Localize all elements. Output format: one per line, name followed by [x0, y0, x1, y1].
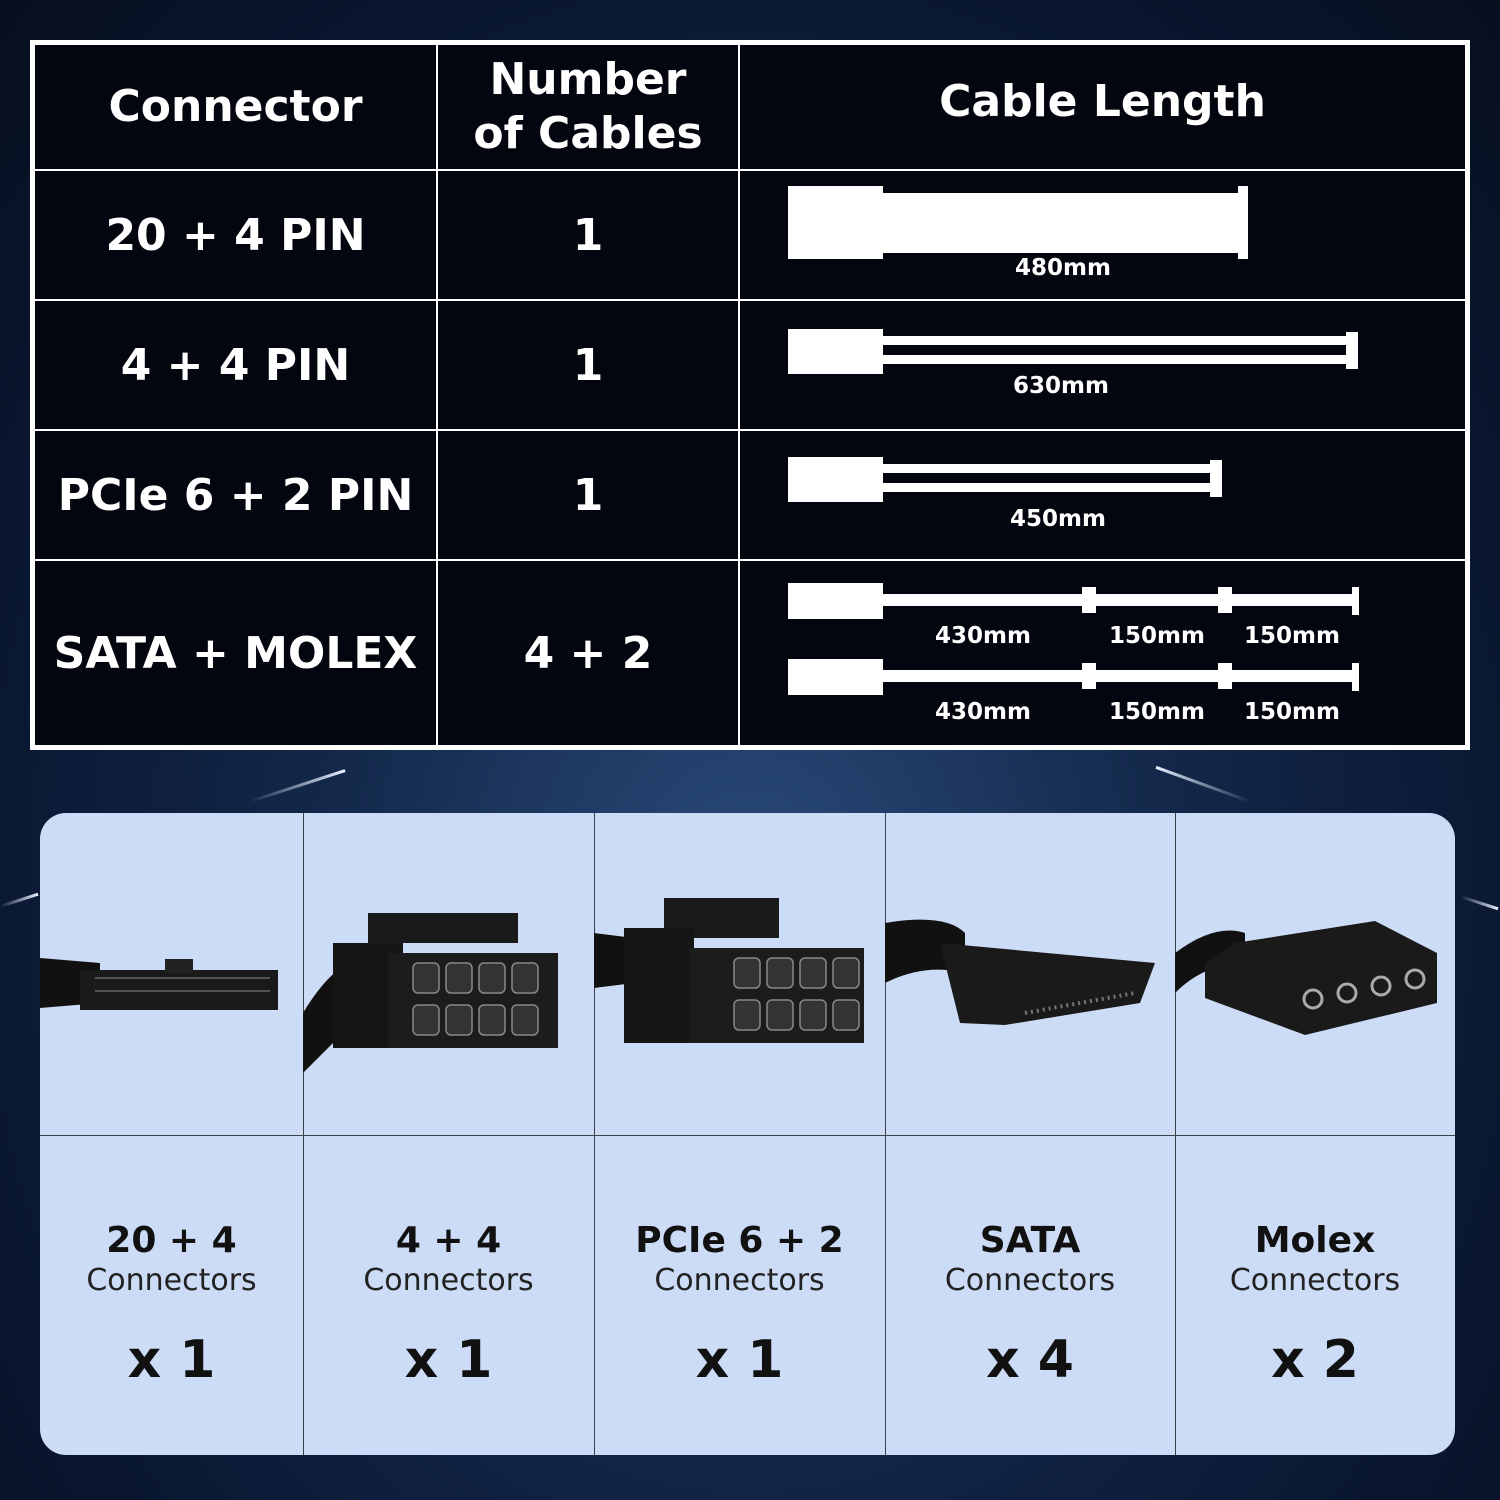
connector-subtitle: Connectors — [363, 1263, 534, 1298]
connector-title: PCIe 6 + 2 — [635, 1220, 844, 1261]
divider — [1175, 813, 1176, 1455]
row-connector: 4 + 4 PIN — [33, 299, 438, 431]
connector-title: 4 + 4 — [395, 1220, 502, 1261]
pcie-8pin-connector-icon — [594, 898, 864, 1043]
connector-qty: x 1 — [695, 1330, 784, 1390]
plug — [788, 329, 883, 374]
divider — [303, 813, 304, 1455]
row-connector: PCIe 6 + 2 PIN — [33, 429, 438, 561]
length-label: 430mm — [935, 699, 1031, 725]
row-count: 1 — [436, 299, 740, 431]
sata-connector-icon — [885, 919, 1155, 1025]
cable-wire — [880, 483, 1215, 492]
connector-subtitle: Connectors — [654, 1263, 825, 1298]
connector-subtitle: Connectors — [944, 1263, 1116, 1298]
length-label: 480mm — [1015, 255, 1111, 281]
length-label: 150mm — [1244, 623, 1340, 649]
connector-title: SATA — [979, 1220, 1081, 1261]
row-connector: SATA + MOLEX — [33, 559, 438, 747]
length-label: 450mm — [1010, 506, 1106, 532]
cable-wire — [880, 464, 1215, 473]
plug — [788, 659, 883, 695]
plug — [788, 583, 883, 619]
connector-qty: x 4 — [986, 1330, 1074, 1390]
length-label: 630mm — [1013, 373, 1109, 399]
row-cable-diagram: 630mm — [738, 299, 1467, 431]
connector-item-24pin: 20 + 4 Connectors x 1 — [40, 1135, 303, 1455]
connector-title: Molex — [1254, 1220, 1376, 1261]
header-cable-length: Cable Length — [738, 43, 1467, 171]
connector-item-pcie: PCIe 6 + 2 Connectors x 1 — [594, 1135, 885, 1455]
connector-panel: 20 + 4 Connectors x 1 4 + 4 Connectors x… — [40, 813, 1455, 1455]
cable-wire — [880, 670, 1355, 682]
connector-qty: x 2 — [1271, 1330, 1359, 1390]
connector-qty: x 1 — [404, 1330, 493, 1390]
light-streak — [1459, 895, 1499, 911]
splice — [1082, 587, 1096, 613]
length-label: 430mm — [935, 623, 1031, 649]
length-label: 150mm — [1244, 699, 1340, 725]
cable-wire — [880, 336, 1350, 345]
header-connector: Connector — [33, 43, 438, 171]
row-cable-diagram: 450mm — [738, 429, 1467, 561]
light-streak — [249, 769, 346, 803]
connector-item-sata: SATA Connectors x 4 — [885, 1135, 1175, 1455]
light-streak — [1155, 765, 1251, 803]
connector-title: 20 + 4 — [106, 1220, 237, 1261]
divider — [885, 813, 886, 1455]
cable-end — [1238, 186, 1248, 259]
connector-subtitle: Connectors — [86, 1263, 257, 1298]
connector-item-molex: Molex Connectors x 2 — [1175, 1135, 1455, 1455]
row-connector: 20 + 4 PIN — [33, 169, 438, 301]
row-cable-diagram: 480mm — [738, 169, 1467, 301]
cpu-8pin-connector-icon — [303, 913, 558, 1073]
row-count: 4 + 2 — [436, 559, 740, 747]
header-number-of-cables: Number of Cables — [436, 43, 740, 171]
cable-wire — [880, 594, 1355, 606]
connector-subtitle: Connectors — [1229, 1263, 1401, 1298]
plug — [788, 457, 883, 502]
length-label: 150mm — [1109, 699, 1205, 725]
length-label: 150mm — [1109, 623, 1205, 649]
light-streak — [0, 892, 39, 908]
connector-item-cpu: 4 + 4 Connectors x 1 — [303, 1135, 594, 1455]
divider — [594, 813, 595, 1455]
cable-wire — [880, 355, 1350, 364]
splice — [1218, 663, 1232, 689]
row-count: 1 — [436, 169, 740, 301]
cable-end — [1346, 332, 1358, 369]
cable-end — [1352, 587, 1359, 615]
cable-end — [1210, 460, 1222, 497]
cable-bundle — [880, 193, 1240, 253]
splice — [1218, 587, 1232, 613]
cable-end — [1352, 663, 1359, 691]
atx-24pin-connector-icon — [40, 958, 278, 1010]
row-cable-diagram: 430mm 150mm 150mm 430mm 150mm 150mm — [738, 559, 1467, 747]
molex-connector-icon — [1175, 921, 1437, 1035]
connector-qty: x 1 — [127, 1330, 216, 1390]
row-count: 1 — [436, 429, 740, 561]
plug — [788, 186, 883, 259]
splice — [1082, 663, 1096, 689]
cable-spec-table: Connector Number of Cables Cable Length … — [30, 40, 1470, 750]
divider — [40, 1135, 1455, 1136]
